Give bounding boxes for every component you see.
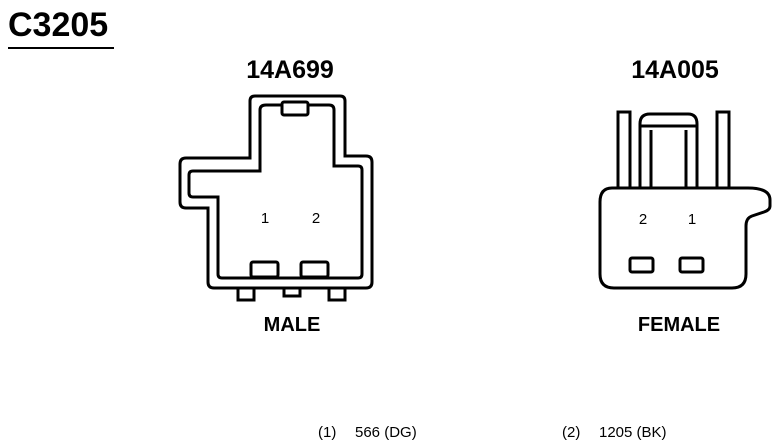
male-latch [280, 100, 310, 117]
legend-wire-1: 566 (DG) [355, 424, 417, 441]
female-pin-1 [678, 256, 705, 274]
female-pin-label-2: 2 [639, 211, 647, 228]
wire-legend: (1) 566 (DG) (2) 1205 (BK) [318, 424, 667, 441]
male-pin-2 [299, 260, 330, 279]
female-pin-label-1: 1 [688, 211, 696, 228]
male-connector: 14A699 1 2 MALE [178, 56, 374, 336]
female-post-right [715, 110, 731, 190]
male-label: MALE [264, 314, 321, 336]
male-pin-label-2: 2 [312, 210, 320, 227]
male-bottom-tab-left [236, 286, 256, 302]
connector-id: C3205 [8, 6, 108, 44]
female-label: FEMALE [638, 314, 720, 336]
female-body [598, 186, 772, 290]
female-latch-frame [638, 112, 699, 188]
male-pin-label-1: 1 [261, 210, 269, 227]
male-inner-shell [187, 103, 364, 280]
female-post-left [616, 110, 632, 190]
male-bottom-tab-center [282, 286, 302, 298]
female-pin-2 [628, 256, 655, 274]
legend-wire-2: 1205 (BK) [599, 424, 667, 441]
female-connector: 14A005 2 1 FEMALE [598, 56, 772, 336]
female-part-number: 14A005 [631, 56, 719, 84]
male-part-number: 14A699 [246, 56, 334, 84]
legend-pin-2: (2) [562, 424, 580, 441]
legend-pin-1: (1) [318, 424, 336, 441]
male-bottom-tab-right [327, 286, 347, 302]
male-pin-1 [249, 260, 280, 279]
male-outer-shell [178, 94, 374, 290]
